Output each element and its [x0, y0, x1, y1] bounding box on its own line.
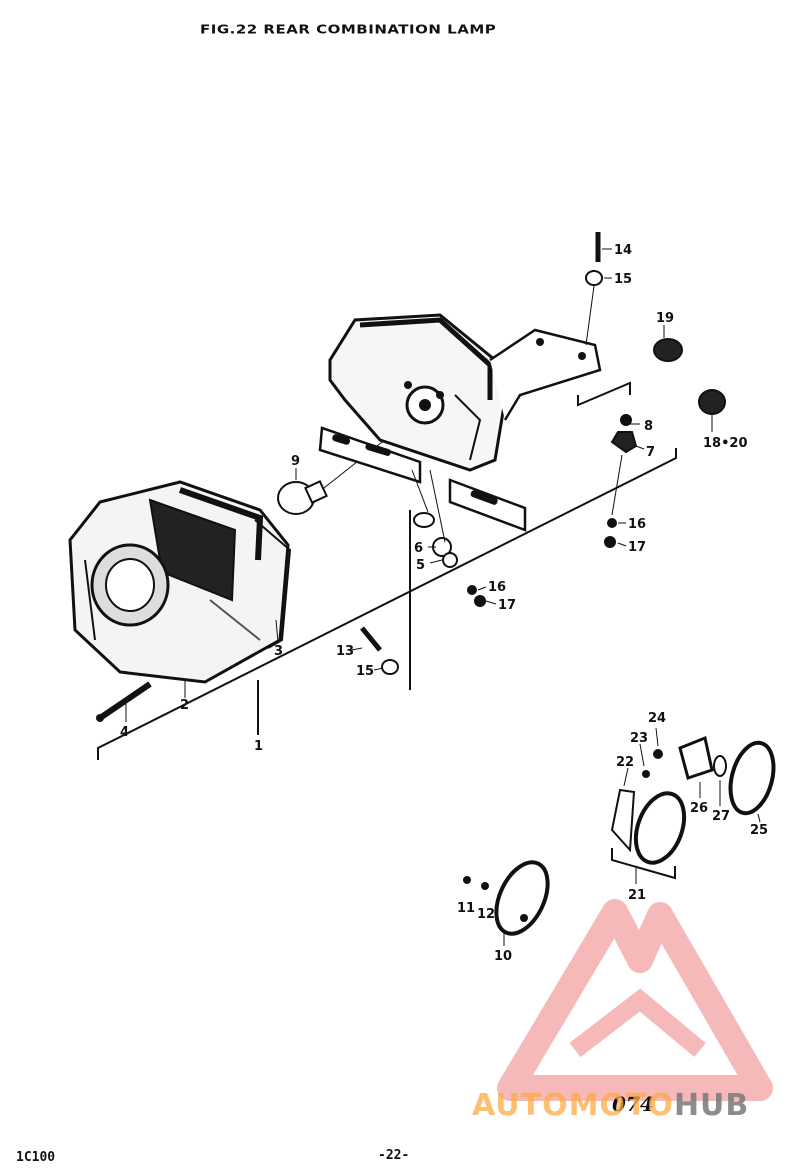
callout-17-left: 17	[498, 598, 516, 613]
watermark-text-b: HUB	[673, 1088, 750, 1123]
page-number: -22-	[378, 1148, 410, 1163]
callout-4: 4	[120, 725, 129, 740]
gasket	[254, 519, 292, 649]
callout-27: 27	[712, 809, 730, 824]
callout-25: 25	[750, 823, 768, 838]
callout-17-right: 17	[628, 540, 646, 555]
callout-12: 12	[477, 907, 495, 922]
callout-22: 22	[616, 755, 634, 770]
callout-labels: 1 2 3 4 5 6 7 8 9 10 11 12 13 14 15 15 1…	[120, 243, 768, 964]
lamp-housing	[68, 480, 290, 684]
callout-14: 14	[614, 243, 632, 258]
watermark-text-a: AUTOMOTO	[472, 1088, 674, 1123]
model-code: 1C100	[16, 1150, 56, 1165]
leader-lines	[125, 248, 761, 946]
callout-10: 10	[494, 949, 512, 964]
callout-1: 1	[254, 739, 263, 754]
watermark-logo	[497, 899, 773, 1101]
callout-9: 9	[291, 454, 300, 469]
callout-2: 2	[180, 698, 189, 713]
reflector-10	[463, 860, 550, 936]
callout-13: 13	[336, 644, 354, 659]
callout-15-upper: 15	[614, 272, 632, 287]
callout-3: 3	[274, 644, 283, 659]
callout-23: 23	[630, 731, 648, 746]
callout-7: 7	[646, 445, 655, 460]
callout-11: 11	[457, 901, 475, 916]
callout-24: 24	[648, 711, 666, 726]
screw-4	[96, 681, 152, 722]
reflector-25-assembly	[678, 735, 776, 816]
callout-18-20: 18•20	[703, 436, 748, 451]
assembly-bracket-lines	[97, 381, 677, 880]
callout-26: 26	[690, 801, 708, 816]
figure-title: FIG.22 REAR COMBINATION LAMP	[200, 21, 497, 37]
callout-6: 6	[414, 541, 423, 556]
callout-21: 21	[628, 888, 646, 903]
watermark-text: AUTOMOTOHUB	[472, 1088, 749, 1123]
callout-8: 8	[644, 419, 653, 434]
callout-15-lower: 15	[356, 664, 374, 679]
callout-16-right: 16	[628, 517, 646, 532]
diagram-code: 074	[612, 1092, 654, 1116]
callout-19: 19	[656, 311, 674, 326]
license-plate-bracket	[318, 328, 602, 532]
callout-5: 5	[416, 558, 425, 573]
hardware-parts	[360, 232, 726, 675]
reflector-21-assembly	[610, 749, 687, 865]
callout-16-left: 16	[488, 580, 506, 595]
lamp-base-plate	[328, 313, 507, 472]
